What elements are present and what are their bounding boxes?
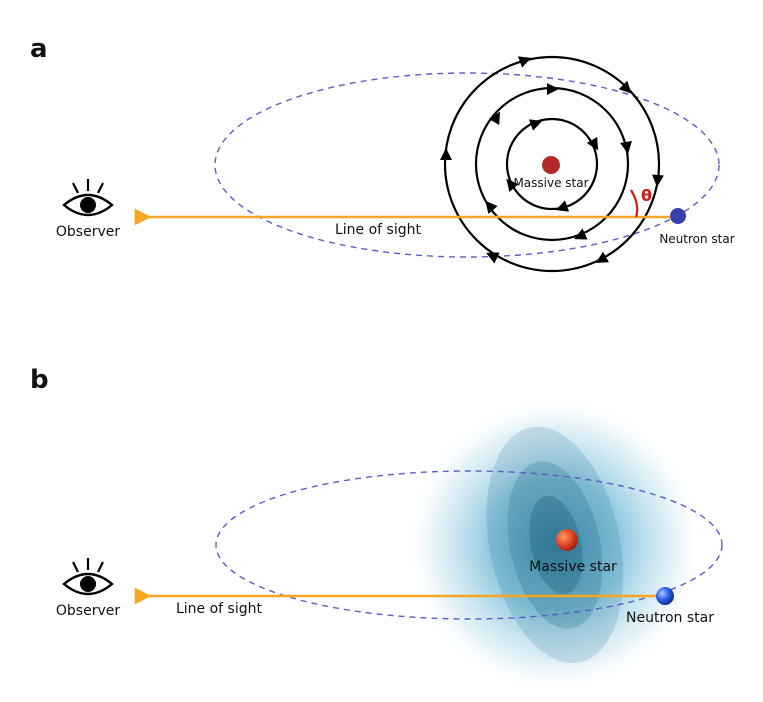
orbit-ellipse-b <box>215 470 723 620</box>
massive-star-a <box>542 156 560 174</box>
eye-icon <box>62 179 114 217</box>
massive-star-b <box>556 529 578 551</box>
field-loop-outer <box>443 55 661 273</box>
panel-a: a <box>30 34 735 273</box>
panel-b: b Massive star Line of sight Neutron sta… <box>30 365 723 695</box>
neutron-star-b <box>656 587 674 605</box>
observer-label-b: Observer <box>56 603 120 619</box>
panel-letter-b: b <box>30 365 49 395</box>
panel-letter-a: a <box>30 34 48 64</box>
observer-label-a: Observer <box>56 224 120 240</box>
orbit-ellipse-a <box>214 72 720 258</box>
field-loop-inner <box>505 117 599 211</box>
eye-icon <box>62 558 114 596</box>
theta-label: θ <box>641 186 652 205</box>
massive-star-label-b: Massive star <box>529 559 617 575</box>
neutron-star-label-b: Neutron star <box>626 610 714 626</box>
field-loop-arrows <box>440 56 664 264</box>
stellar-wind-cloud <box>405 395 705 695</box>
line-of-sight-label-a: Line of sight <box>335 222 422 238</box>
neutron-star-a <box>670 208 686 224</box>
theta-arc <box>630 189 639 218</box>
line-of-sight-label-b: Line of sight <box>176 601 263 617</box>
massive-star-label-a: Massive star <box>513 176 588 190</box>
neutron-star-label-a: Neutron star <box>659 232 734 246</box>
